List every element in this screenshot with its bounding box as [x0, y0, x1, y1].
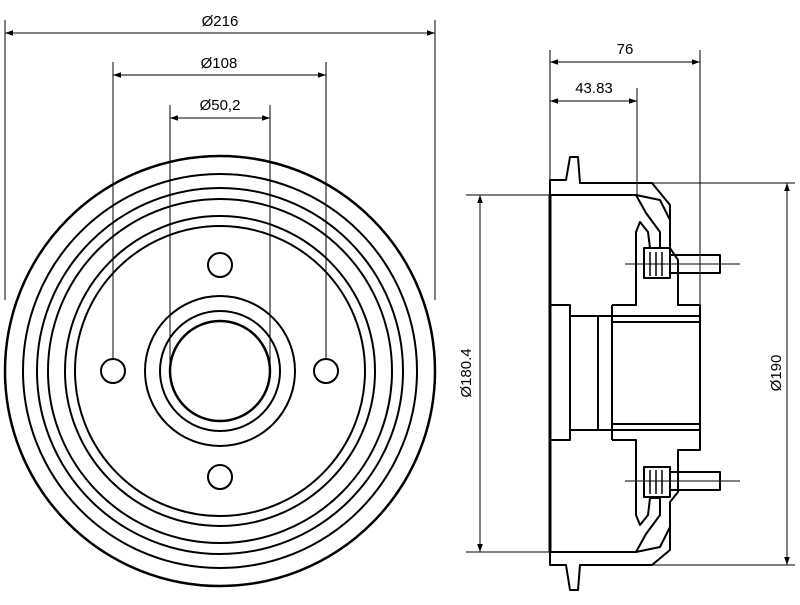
top-inner-step [635, 194, 671, 221]
bolt-hole-top [207, 252, 233, 278]
bottom-inner-step [635, 526, 671, 553]
dim-flange-diameter: Ø190 [768, 355, 785, 392]
drum-face-circle-2 [74, 225, 366, 517]
bolt-hole-left [100, 358, 126, 384]
dim-bolt-circle-diameter: Ø108 [201, 55, 238, 72]
dim-outer-diameter: Ø216 [202, 13, 239, 30]
outer-rim-circle [3, 154, 437, 588]
dim-hub-height: 43.83 [575, 80, 613, 97]
front-view [3, 154, 437, 588]
center-bore-circle [168, 319, 272, 423]
stud-center-lines [625, 263, 740, 482]
hub-body [569, 315, 701, 431]
wheel-stud-top [643, 247, 721, 279]
side-section-view [548, 156, 721, 591]
wheel-stud-bottom [643, 466, 721, 498]
rim-groove-2 [36, 187, 404, 555]
dim-overall-height: 76 [617, 41, 634, 58]
hub-outer-circle [144, 295, 296, 447]
side-dimension-lines [466, 50, 795, 566]
hub-left-lip [550, 304, 571, 441]
dim-center-bore-diameter: Ø50,2 [200, 97, 241, 114]
dim-drum-inner-diameter: Ø180.4 [458, 348, 475, 397]
front-dimension-lines [4, 20, 436, 371]
hub-ring-circle [159, 310, 281, 432]
bolt-hole-bottom [207, 464, 233, 490]
bolt-hole-right [313, 358, 339, 384]
rim-groove-3 [47, 198, 393, 544]
rim-groove-1 [22, 173, 418, 569]
section-outer-profile [549, 156, 701, 591]
drum-face-circle-1 [64, 215, 376, 527]
